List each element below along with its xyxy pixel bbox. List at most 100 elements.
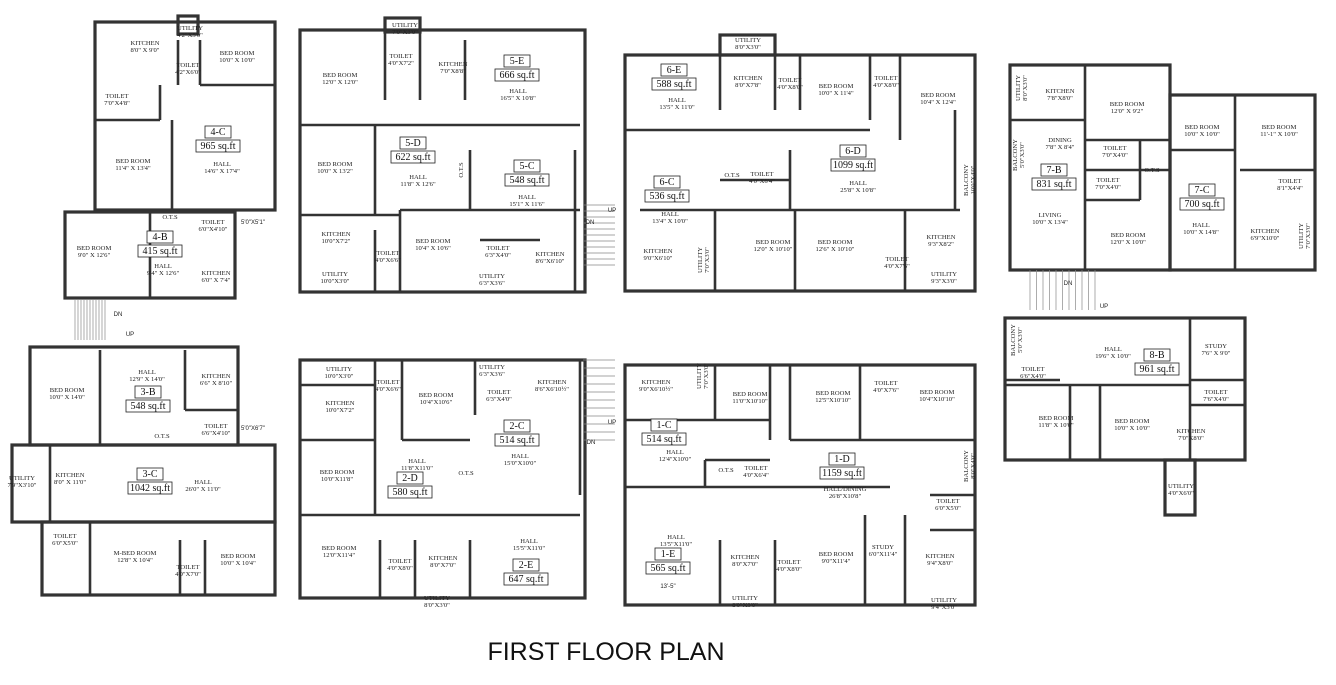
room-dimensions: 8'0"X3'0" <box>1022 75 1029 101</box>
room-name: TOILET <box>177 62 200 69</box>
room-name: HALL <box>1192 222 1210 229</box>
room-name: HALL <box>1104 346 1122 353</box>
room-dimensions: 7'6"X4'0" <box>1203 396 1229 403</box>
room-dimensions: 6'9"X10'0" <box>1250 235 1279 242</box>
room-dimensions: 19'6" X 10'0" <box>1095 353 1131 360</box>
room-dimensions: 6'6"X4'10" <box>201 430 230 437</box>
room-name: TOILET <box>1104 145 1127 152</box>
room-name: TOILET <box>745 465 768 472</box>
room-name: TOILET <box>1205 389 1228 396</box>
room-name: BED ROOM <box>323 72 358 79</box>
room-dimensions: 10'4"X10'6" <box>420 399 453 406</box>
room-dimensions: 12'4"X10'0" <box>659 456 692 463</box>
room-name: DINING <box>1048 137 1072 144</box>
room-dimensions: 8'6"X6'10" <box>535 258 564 265</box>
room-name: BED ROOM <box>50 387 85 394</box>
room-name: BED ROOM <box>1111 232 1146 239</box>
unit-area-label: 1099 sq.ft <box>833 160 873 171</box>
room-name: KITCHEN <box>642 379 671 386</box>
dimension-note: 5'0"X5'1" <box>241 220 265 226</box>
room-name: KITCHEN <box>439 61 468 68</box>
unit-area-label: 565 sq.ft <box>651 563 686 574</box>
unit-area-label: 1159 sq.ft <box>822 468 862 479</box>
unit-id-label: 2-E <box>519 560 533 571</box>
room-label: O.T.S <box>724 172 740 179</box>
room-dimensions: 4'0"X7'0" <box>175 571 201 578</box>
room-name: O.T.S <box>724 172 740 179</box>
room-dimensions: 7'0"X3'0" <box>1305 223 1312 249</box>
room-dimensions: 8'0"X3'0" <box>735 44 761 51</box>
room-dimensions: 26'8"X10'8" <box>829 493 862 500</box>
room-label: O.T.S <box>458 470 474 477</box>
stair-dn-label: DN <box>1064 281 1073 287</box>
room-dimensions: 8'6"X6'10½" <box>535 386 569 393</box>
room-dimensions: 6'0"X5'0" <box>935 505 961 512</box>
room-dimensions: 6'0" X 7'4" <box>201 277 230 284</box>
room-name: BED ROOM <box>419 392 454 399</box>
room-name: O.T.S <box>154 433 170 440</box>
room-dimensions: 8'0"X7'0" <box>732 561 758 568</box>
room-dimensions: 4'0"X6'4" <box>743 472 769 479</box>
room-dimensions: 5'0"X3'0" <box>1017 327 1024 353</box>
room-dimensions: 11'8" X 10'0" <box>1038 422 1074 429</box>
room-dimensions: 9'0"X11'4" <box>822 558 851 565</box>
room-dimensions: 10'0"X3'0" <box>324 373 353 380</box>
room-dimensions: 13'5"X11'0" <box>660 541 692 548</box>
room-name: HALL <box>154 263 172 270</box>
room-name: HALL <box>520 538 538 545</box>
room-name: TOILET <box>202 219 225 226</box>
room-name: BALCONY <box>963 450 970 482</box>
room-dimensions: 8'0" X 9'0" <box>130 47 159 54</box>
stair-up-label: UP <box>126 332 134 338</box>
room-name: STUDY <box>872 544 894 551</box>
room-dimensions: 25'8" X 10'8" <box>840 187 876 194</box>
unit-id-label: 8-B <box>1150 350 1165 361</box>
room-name: TOILET <box>751 171 774 178</box>
room-name: O.T.S <box>718 467 734 474</box>
stair-up-label: UP <box>608 420 616 426</box>
room-name: O.T.S <box>458 162 465 178</box>
room-name: LIVING <box>1039 212 1062 219</box>
room-name: TOILET <box>886 256 909 263</box>
unit-id-label: 1-D <box>834 454 850 465</box>
room-name: TOILET <box>875 380 898 387</box>
room-name: UTILITY <box>931 271 957 278</box>
room-dimensions: 11'8"X11'0" <box>401 465 433 472</box>
room-dimensions: 10'0" X 10'0" <box>219 57 255 64</box>
